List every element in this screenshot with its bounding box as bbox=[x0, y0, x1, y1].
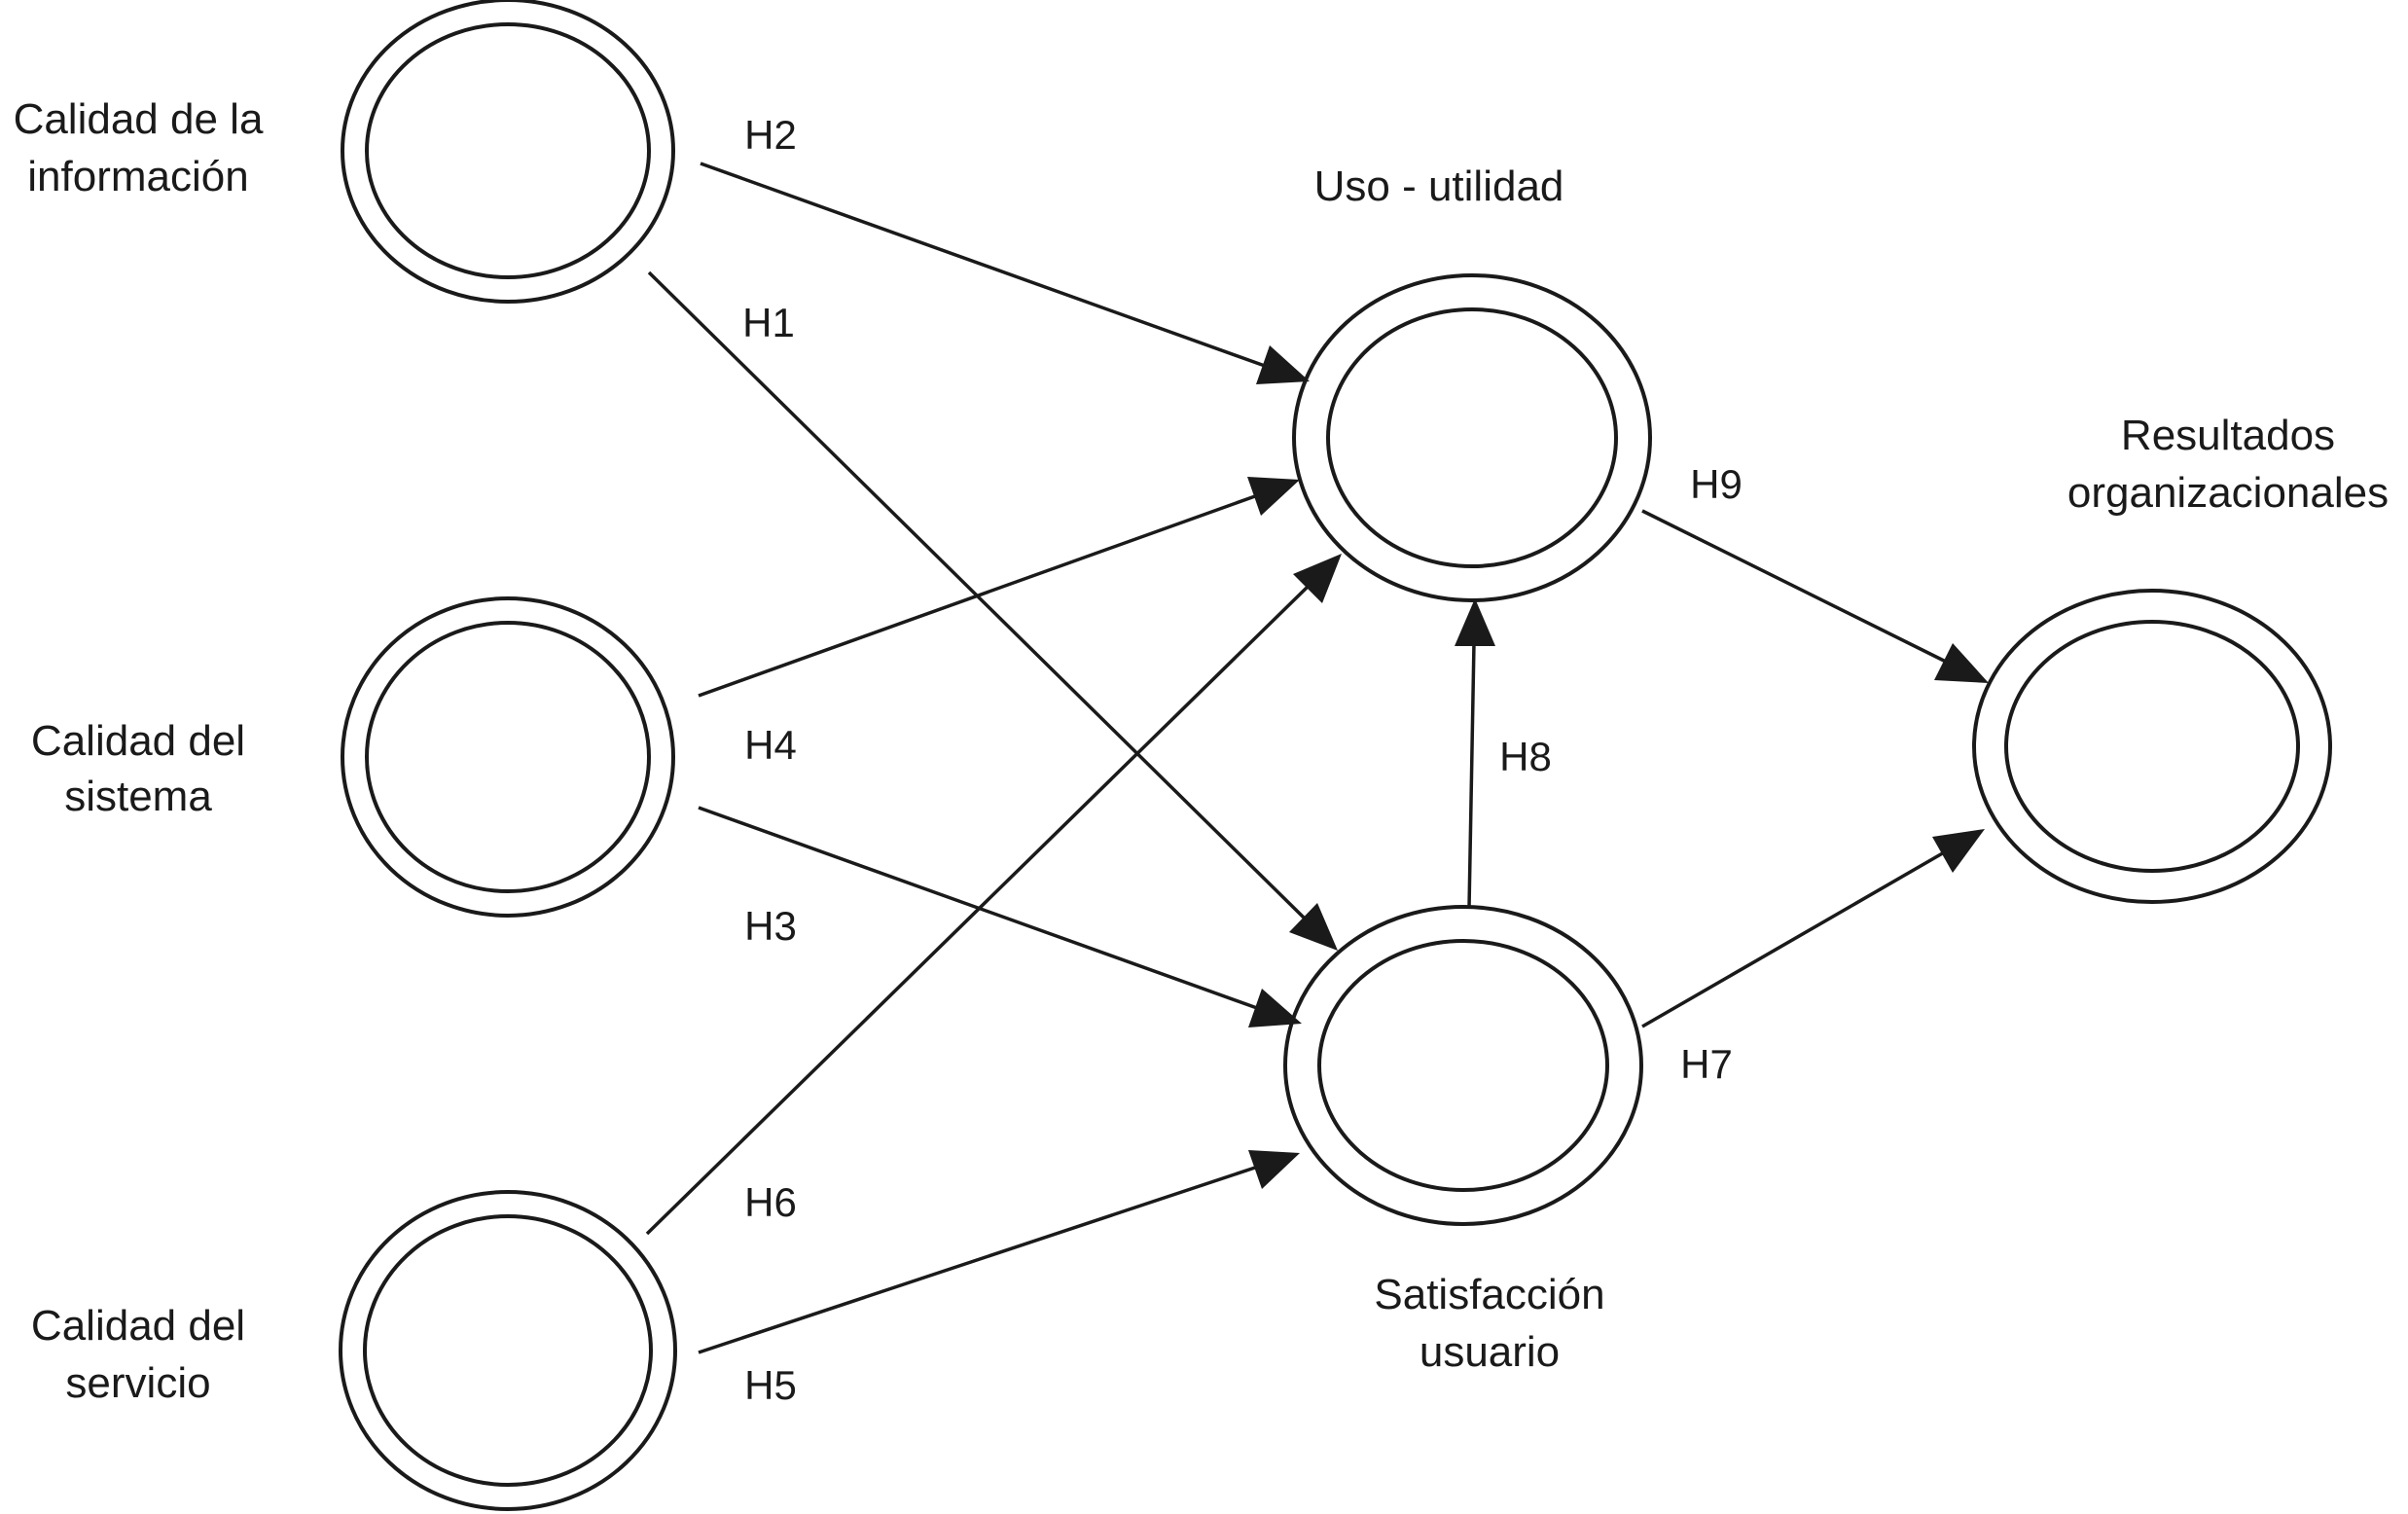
node-label-informacion-line1: Calidad de la bbox=[14, 95, 264, 143]
node-resultados-organizacionales bbox=[1972, 589, 2332, 904]
node-uso-utilidad bbox=[1292, 273, 1652, 602]
arrowhead bbox=[1248, 1150, 1300, 1189]
node-calidad-sistema bbox=[341, 596, 675, 918]
arrowhead bbox=[1289, 903, 1338, 951]
node-outer-ring bbox=[1292, 273, 1652, 602]
edge-label-h2: H2 bbox=[744, 112, 797, 158]
edge-label-h4: H4 bbox=[744, 722, 797, 768]
edge-h6 bbox=[645, 554, 1342, 1236]
arrowhead bbox=[1934, 643, 1989, 683]
edge-h7 bbox=[1641, 829, 1985, 1028]
arrowhead bbox=[1248, 989, 1302, 1027]
edge-label-h7: H7 bbox=[1680, 1041, 1733, 1087]
node-inner-ring bbox=[365, 22, 651, 279]
edge-line bbox=[645, 585, 1310, 1236]
node-inner-ring bbox=[365, 621, 651, 893]
node-outer-ring bbox=[1972, 589, 2332, 904]
node-inner-ring bbox=[1326, 307, 1618, 568]
node-label-uso: Uso - utilidad bbox=[1314, 162, 1564, 210]
node-label-satisfaccion-line2: usuario bbox=[1420, 1328, 1560, 1376]
node-calidad-servicio bbox=[339, 1190, 677, 1511]
edge-h5 bbox=[698, 1150, 1300, 1354]
edge-h9 bbox=[1641, 509, 1989, 683]
edge-h2 bbox=[700, 162, 1310, 384]
edge-label-h6: H6 bbox=[744, 1179, 797, 1225]
edge-line bbox=[1467, 641, 1476, 909]
arrowhead bbox=[1455, 598, 1495, 646]
edge-label-h8: H8 bbox=[1499, 734, 1552, 779]
arrowhead bbox=[1293, 554, 1342, 603]
arrowhead bbox=[1256, 345, 1310, 384]
node-label-sistema-line1: Calidad del bbox=[31, 717, 245, 765]
arrowhead bbox=[1932, 829, 1985, 873]
node-label-satisfaccion-line1: Satisfacción bbox=[1374, 1271, 1604, 1318]
node-label-resultados-line2: organizacionales bbox=[2067, 469, 2389, 517]
edge-line bbox=[698, 1166, 1256, 1354]
edge-h1 bbox=[647, 270, 1338, 951]
edge-label-h9: H9 bbox=[1690, 461, 1743, 507]
node-inner-ring bbox=[363, 1214, 653, 1487]
edge-h8 bbox=[1455, 598, 1495, 909]
node-label-resultados-line1: Resultados bbox=[2121, 412, 2335, 459]
edge-line bbox=[700, 162, 1266, 368]
edge-line bbox=[1641, 509, 1947, 664]
edge-h4 bbox=[698, 477, 1300, 698]
node-label-informacion-line2: información bbox=[27, 153, 248, 200]
arrowhead bbox=[1247, 477, 1300, 516]
edge-line bbox=[1641, 849, 1947, 1028]
node-label-sistema-line2: sistema bbox=[64, 773, 212, 820]
edge-label-h3: H3 bbox=[744, 903, 797, 949]
node-calidad-informacion bbox=[341, 0, 675, 304]
node-inner-ring bbox=[2004, 620, 2300, 873]
node-outer-ring bbox=[339, 1190, 677, 1511]
node-outer-ring bbox=[1283, 905, 1643, 1226]
node-label-servicio-line2: servicio bbox=[65, 1359, 210, 1407]
edge-label-h1: H1 bbox=[742, 300, 795, 345]
node-satisfaccion-usuario bbox=[1283, 905, 1643, 1226]
edge-line bbox=[698, 494, 1256, 698]
node-label-servicio-line1: Calidad del bbox=[31, 1302, 245, 1350]
edge-label-h5: H5 bbox=[744, 1362, 797, 1408]
node-outer-ring bbox=[341, 596, 675, 918]
node-inner-ring bbox=[1317, 939, 1609, 1192]
node-outer-ring bbox=[341, 0, 675, 304]
